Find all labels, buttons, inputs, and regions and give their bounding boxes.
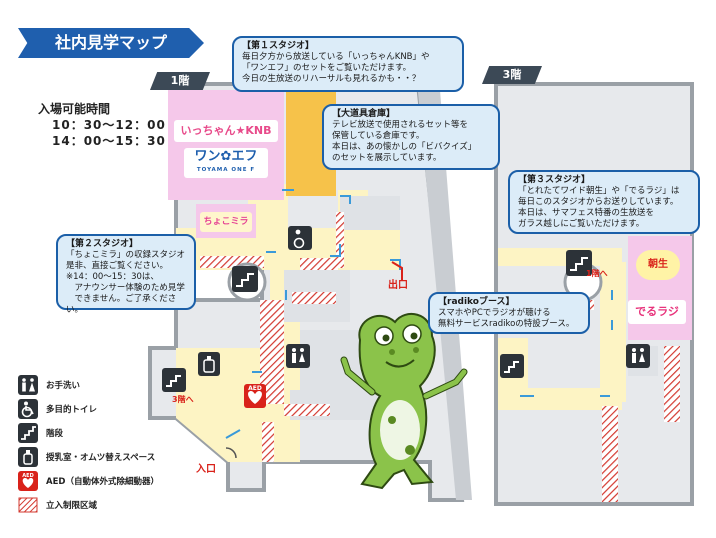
stairs-icon bbox=[18, 423, 38, 443]
callout-studio1-title: 【第１スタジオ】 bbox=[242, 41, 315, 51]
nursing-room-icon bbox=[18, 447, 38, 467]
floor-tab-1f: 1階 bbox=[150, 72, 210, 90]
studio1-room bbox=[168, 90, 284, 200]
visit-hours-slot1: 10：30〜12：00 bbox=[52, 118, 166, 132]
sign-deru-raji: でるラジ bbox=[628, 300, 686, 324]
restricted-area bbox=[300, 258, 338, 270]
legend-label: 立入制限区域 bbox=[46, 501, 98, 511]
aed-icon: AED bbox=[244, 384, 266, 408]
restricted-area bbox=[262, 422, 274, 462]
callout-studio2-title: 【第２スタジオ】 bbox=[66, 239, 139, 249]
exit-label: 出口 bbox=[388, 280, 408, 291]
entrance-label: 入口 bbox=[196, 464, 216, 475]
to-3f-label: 3階へ bbox=[172, 395, 194, 404]
stairs-icon bbox=[232, 266, 258, 292]
to-1f-label: 1階へ bbox=[586, 269, 608, 278]
accessible-toilet-icon bbox=[18, 399, 38, 419]
legend-label: 多目的トイレ bbox=[46, 405, 98, 415]
floor1-plan bbox=[148, 82, 472, 502]
entrance-door-icon bbox=[225, 447, 237, 459]
aed-icon: AED bbox=[18, 471, 38, 491]
stairs-icon bbox=[162, 368, 186, 392]
frog-mascot bbox=[340, 313, 468, 490]
nursing-room-icon bbox=[198, 352, 220, 376]
callout-studio1-body: 毎日夕方から放送している「いっちゃんKNB」や 「ワンエフ」のセットをご覧いただ… bbox=[242, 52, 430, 84]
restricted-area bbox=[336, 212, 344, 268]
callout-props-storage: 【大道具倉庫】 テレビ放送で使用されるセット等を 保管している倉庫です。 本日は… bbox=[322, 104, 500, 170]
sign-ichan-knb: いっちゃん★KNB bbox=[174, 120, 278, 142]
restricted-area bbox=[664, 346, 680, 422]
accessible-toilet-icon bbox=[288, 226, 312, 250]
stairs-icon bbox=[566, 250, 592, 276]
legend-label: AED（自動体外式除細動器） bbox=[46, 477, 159, 487]
restricted-area-icon bbox=[18, 497, 38, 513]
sign-wanef-sub: TOYAMA ONE F bbox=[196, 167, 256, 173]
callout-studio3: 【第３スタジオ】 「とれたてワイド朝生」や「でるラジ」は 毎日このスタジオからお… bbox=[508, 170, 700, 234]
legend-item: お手洗い bbox=[18, 375, 238, 397]
legend-label: 階段 bbox=[46, 429, 64, 439]
svg-text:AED: AED bbox=[248, 385, 262, 392]
stairs-icon bbox=[500, 354, 524, 378]
callout-studio2: 【第２スタジオ】 「ちょこミラ」の収録スタジオ 是非、直接ご覧ください。 ※14… bbox=[56, 234, 196, 315]
exit-arrow-icon bbox=[391, 261, 403, 280]
callout-radiko-title: 【radikoブース】 bbox=[438, 297, 515, 307]
sign-wanef: ワン✿エフ TOYAMA ONE F bbox=[184, 148, 268, 178]
restroom-icon bbox=[18, 375, 38, 395]
legend-item: 階段 bbox=[18, 423, 238, 445]
visit-hours-slot2: 14：00〜15：30 bbox=[52, 134, 166, 148]
legend-item: AED AED（自動体外式除細動器） bbox=[18, 471, 238, 493]
restricted-area bbox=[602, 406, 618, 502]
legend-item: 立入制限区域 bbox=[18, 495, 238, 517]
page-title: 社内見学マップ bbox=[18, 28, 204, 58]
callout-radiko-booth: 【radikoブース】 スマホやPCでラジオが聴ける 無料サービスradikoの… bbox=[428, 292, 590, 334]
callout-studio1: 【第１スタジオ】 毎日夕方から放送している「いっちゃんKNB」や 「ワンエフ」の… bbox=[232, 36, 464, 92]
legend-label: お手洗い bbox=[46, 381, 81, 391]
callout-studio3-title: 【第３スタジオ】 bbox=[518, 175, 591, 185]
legend-label: 授乳室・オムツ替えスペース bbox=[46, 453, 156, 463]
restricted-area bbox=[284, 404, 330, 416]
callout-radiko-body: スマホやPCでラジオが聴ける 無料サービスradikoの特設ブース。 bbox=[438, 308, 575, 329]
legend-item: 授乳室・オムツ替えスペース bbox=[18, 447, 238, 469]
legend-item: 多目的トイレ bbox=[18, 399, 238, 421]
floor-tab-3f: 3階 bbox=[482, 66, 542, 84]
route-arrows bbox=[520, 290, 613, 397]
callout-props-body: テレビ放送で使用されるセット等を 保管している倉庫です。 本日は、あの懐かしの「… bbox=[332, 120, 477, 163]
sign-asanama: 朝生 bbox=[636, 250, 680, 280]
callout-studio2-body: 「ちょこミラ」の収録スタジオ 是非、直接ご覧ください。 ※14：00〜15：30… bbox=[66, 250, 186, 315]
visit-hours-heading: 入場可能時間 bbox=[38, 102, 111, 116]
restroom-icon bbox=[286, 344, 310, 368]
svg-text:AED: AED bbox=[22, 473, 33, 479]
sign-wanef-main: ワン✿エフ bbox=[194, 149, 258, 164]
restricted-area bbox=[292, 292, 336, 304]
callout-props-title: 【大道具倉庫】 bbox=[332, 109, 396, 119]
callout-studio3-body: 「とれたてワイド朝生」や「でるラジ」は 毎日このスタジオからお送りしています。 … bbox=[518, 186, 680, 229]
restroom-icon bbox=[626, 344, 650, 368]
sign-choko-mira: ちょこミラ bbox=[200, 212, 252, 232]
visit-hours: 入場可能時間 10：30〜12：00 14：00〜15：30 bbox=[38, 100, 166, 149]
